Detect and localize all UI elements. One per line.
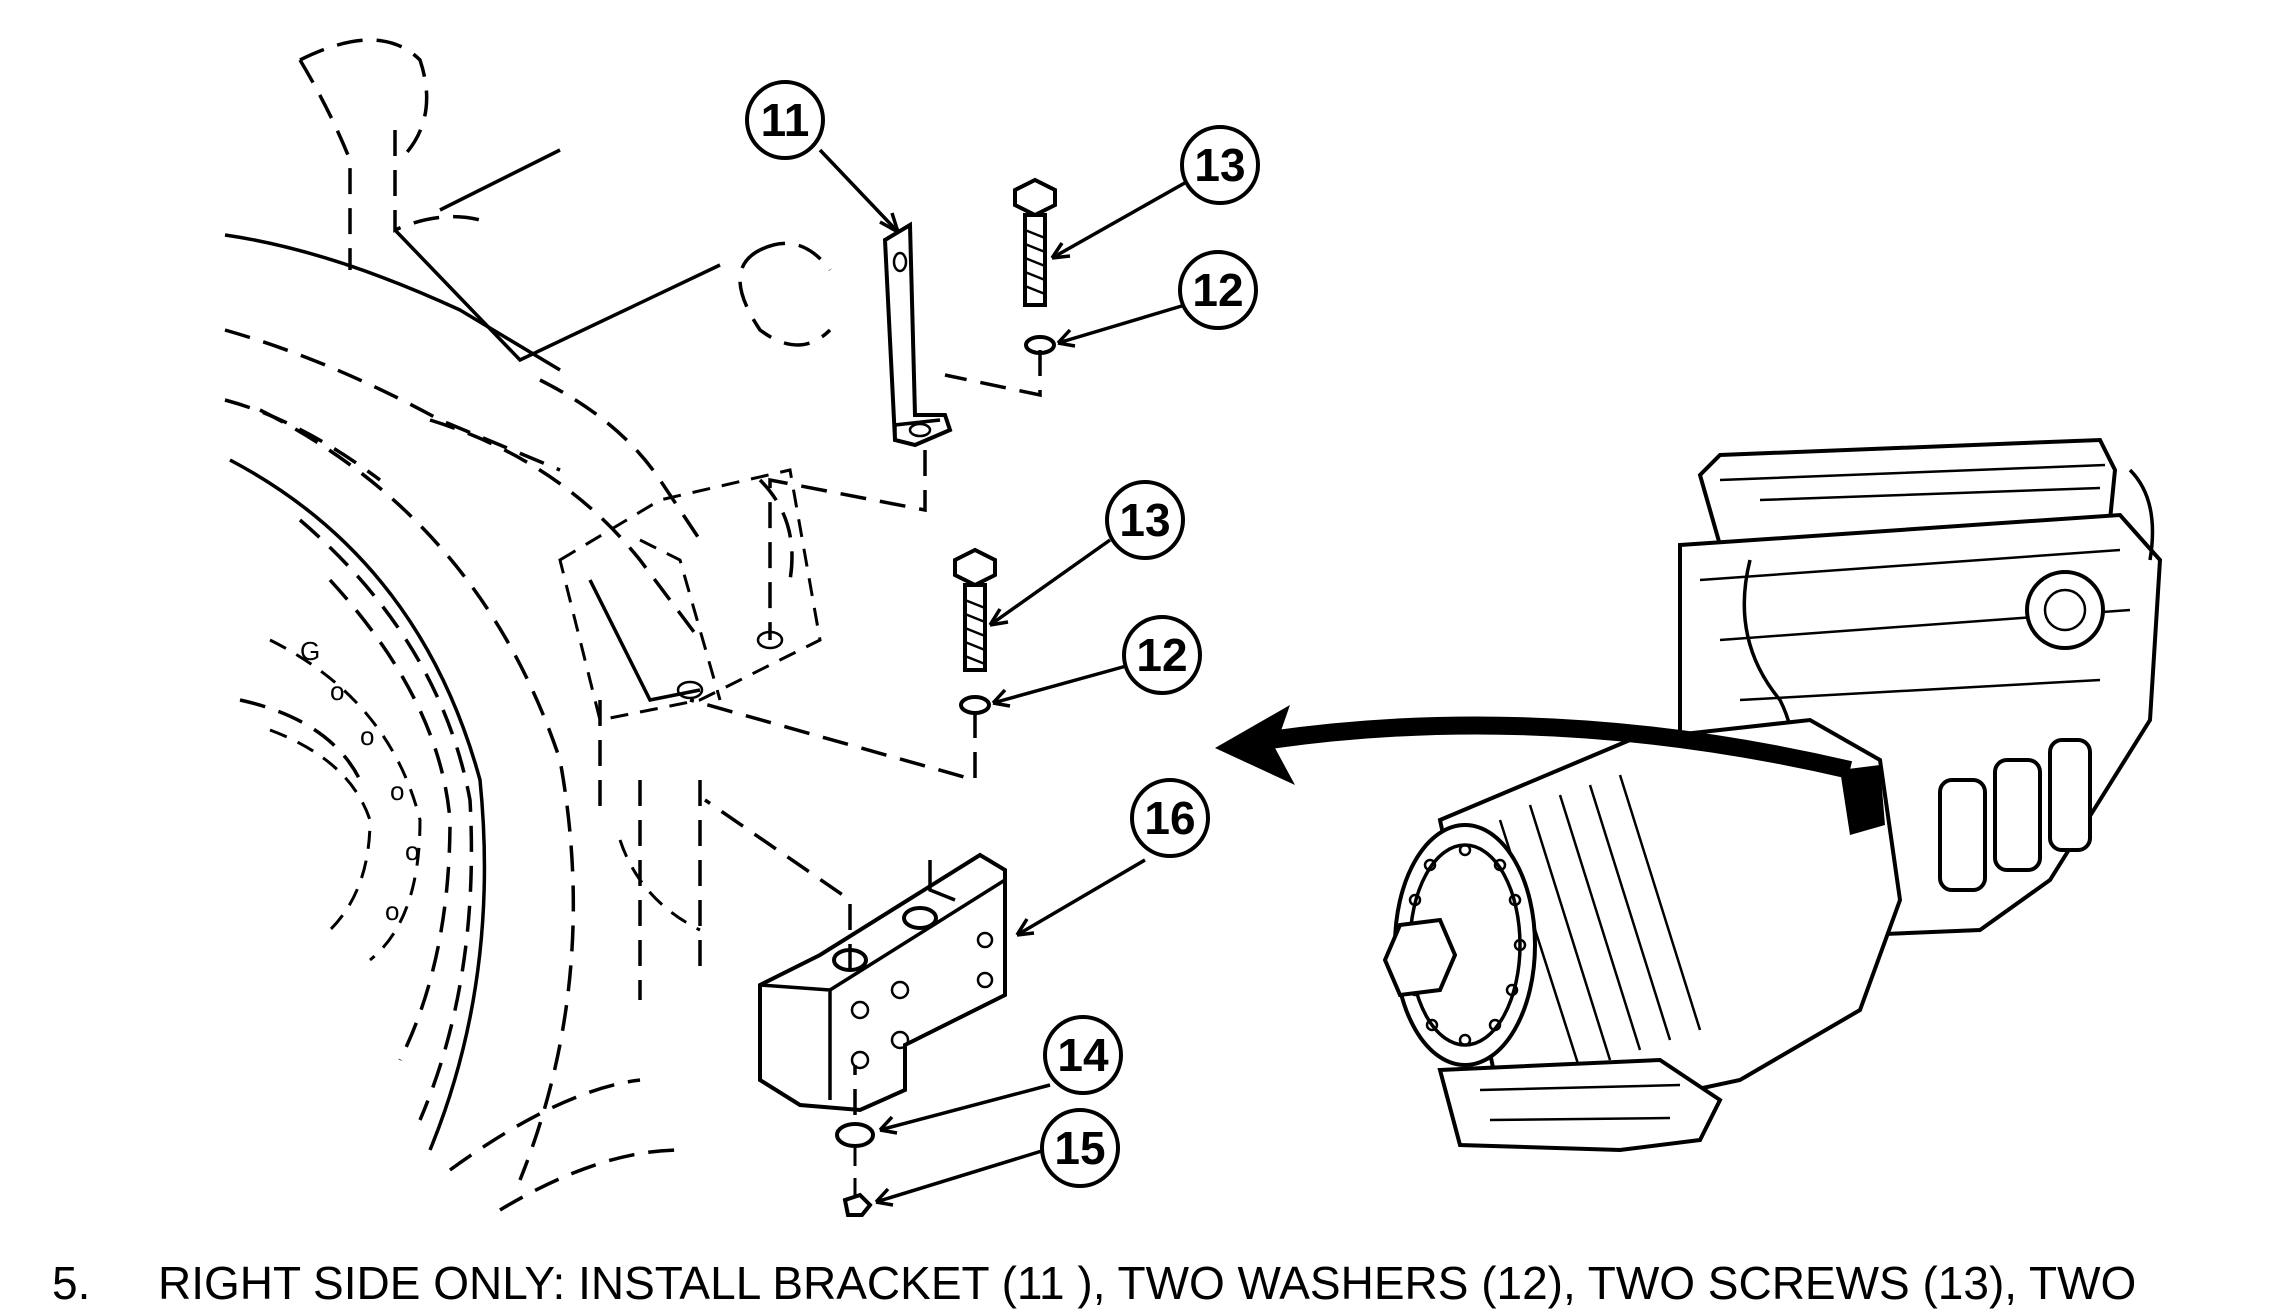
svg-text:o: o <box>385 896 399 926</box>
engine-mount-16 <box>758 852 1007 1113</box>
location-arrow <box>1215 705 1853 785</box>
callout-13-upper-label: 13 <box>1194 139 1245 191</box>
nut-15 <box>842 1192 873 1217</box>
callout-15-label: 15 <box>1054 1122 1105 1174</box>
engine-block-phantom: G o o o o o <box>224 38 832 1212</box>
engine-mount-location-highlight <box>1840 765 1885 835</box>
washer-14 <box>835 1122 875 1148</box>
screw-13-lower <box>953 547 997 672</box>
callout-11-label: 11 <box>761 94 810 146</box>
callout-13-lower: 13 <box>1105 480 1185 560</box>
callout-14: 14 <box>1043 1015 1123 1095</box>
exploded-view-illustration: G o o o o o <box>224 38 2163 1217</box>
bracket-11 <box>882 221 953 448</box>
callout-13-lower-label: 13 <box>1119 494 1170 546</box>
callout-13-upper: 13 <box>1180 125 1260 205</box>
svg-text:o: o <box>405 836 419 866</box>
callout-16: 16 <box>1130 778 1210 858</box>
svg-text:o: o <box>360 721 374 751</box>
svg-text:o: o <box>330 676 344 706</box>
svg-text:G: G <box>300 636 320 666</box>
screw-13-upper <box>1013 177 1057 307</box>
step-text: RIGHT SIDE ONLY: INSTALL BRACKET (11 ), … <box>158 1258 2202 1314</box>
engine-mount-pad-phantom <box>558 468 822 1000</box>
washer-12-lower <box>959 695 991 715</box>
assembly-paths <box>689 350 1042 1195</box>
step-number: 5. <box>52 1258 91 1309</box>
callout-12-upper: 12 <box>1178 250 1258 330</box>
callout-16-label: 16 <box>1144 792 1195 844</box>
svg-text:o: o <box>390 776 404 806</box>
callout-11: 11 <box>745 80 825 160</box>
instruction-step: 5. RIGHT SIDE ONLY: INSTALL BRACKET (11 … <box>52 1258 2272 1314</box>
callout-15: 15 <box>1040 1108 1120 1188</box>
callout-12-lower: 12 <box>1122 615 1202 695</box>
callout-14-label: 14 <box>1057 1029 1109 1081</box>
callout-12-upper-label: 12 <box>1192 264 1243 316</box>
callout-12-lower-label: 12 <box>1136 629 1187 681</box>
engine-transmission-assembly <box>1382 437 2163 1153</box>
leader-lines <box>818 148 1191 1207</box>
